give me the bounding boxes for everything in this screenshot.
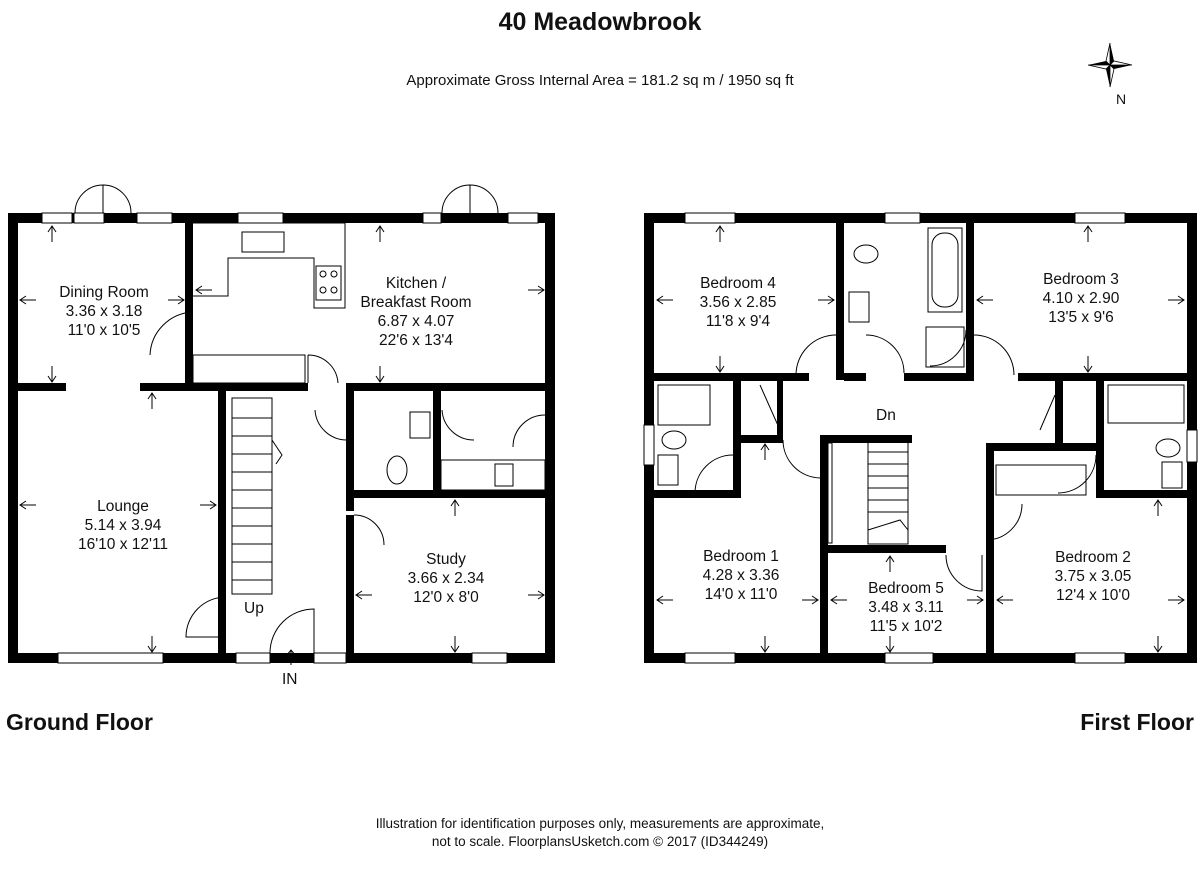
room-name: Dining Room <box>59 284 149 301</box>
room-dining: Dining Room 3.36 x 3.18 11'0 x 10'5 <box>59 283 149 340</box>
room-metric: 5.14 x 3.94 <box>84 517 162 534</box>
room-imperial: 14'0 x 11'0 <box>704 586 778 603</box>
entrance-label: IN <box>282 671 298 688</box>
room-imperial: 11'0 x 10'5 <box>67 322 141 339</box>
room-imperial: 11'8 x 9'4 <box>705 313 771 330</box>
room-name: Lounge <box>97 498 149 515</box>
room-metric: 3.75 x 3.05 <box>1054 568 1132 585</box>
first-floor-plan <box>643 212 1198 664</box>
disclaimer-line-1: Illustration for identification purposes… <box>375 816 825 831</box>
room-imperial: 22'6 x 13'4 <box>378 332 454 349</box>
room-name-line2: Breakfast Room <box>360 294 472 311</box>
room-name: Bedroom 4 <box>700 275 776 292</box>
room-lounge: Lounge 5.14 x 3.94 16'10 x 12'11 <box>78 497 168 554</box>
room-imperial: 13'5 x 9'6 <box>1048 309 1114 326</box>
room-kitchen: Kitchen / Breakfast Room 6.87 x 4.07 22'… <box>360 274 471 350</box>
room-metric: 4.28 x 3.36 <box>702 567 780 584</box>
room-bedroom4: Bedroom 4 3.56 x 2.85 11'8 x 9'4 <box>700 274 777 331</box>
room-imperial: 16'10 x 12'11 <box>77 536 169 553</box>
page-title: 40 Meadowbrook <box>498 8 702 36</box>
compass-rose-icon <box>1087 42 1133 88</box>
stair-down-label: Dn <box>876 407 896 424</box>
room-metric: 3.48 x 3.11 <box>868 599 944 616</box>
room-name: Bedroom 3 <box>1043 271 1119 288</box>
room-name: Kitchen / <box>385 275 447 292</box>
room-metric: 4.10 x 2.90 <box>1042 290 1120 307</box>
stair-up-label: Up <box>244 600 264 617</box>
room-name: Bedroom 2 <box>1055 549 1131 566</box>
room-bedroom5: Bedroom 5 3.48 x 3.11 11'5 x 10'2 <box>868 579 944 636</box>
room-study: Study 3.66 x 2.34 12'0 x 8'0 <box>408 550 485 607</box>
room-name: Study <box>426 551 466 568</box>
room-name: Bedroom 1 <box>703 548 779 565</box>
room-bedroom2: Bedroom 2 3.75 x 3.05 12'4 x 10'0 <box>1055 548 1132 605</box>
room-metric: 3.56 x 2.85 <box>699 294 777 311</box>
ground-floor-label: Ground Floor <box>6 709 153 735</box>
compass-north-label: N <box>1116 91 1127 107</box>
first-floor-label: First Floor <box>1080 709 1194 735</box>
room-metric: 3.36 x 3.18 <box>65 303 143 320</box>
room-metric: 6.87 x 4.07 <box>377 313 455 330</box>
room-imperial: 12'4 x 10'0 <box>1055 587 1131 604</box>
room-name: Bedroom 5 <box>868 580 944 597</box>
disclaimer-line-2: not to scale. FloorplansUsketch.com © 20… <box>431 834 769 849</box>
gross-area-text: Approximate Gross Internal Area = 181.2 … <box>406 72 794 89</box>
room-imperial: 11'5 x 10'2 <box>869 618 943 635</box>
ground-floor-plan <box>8 184 555 665</box>
room-bedroom1: Bedroom 1 4.28 x 3.36 14'0 x 11'0 <box>703 547 780 604</box>
room-metric: 3.66 x 2.34 <box>407 570 485 587</box>
room-imperial: 12'0 x 8'0 <box>413 589 479 606</box>
room-bedroom3: Bedroom 3 4.10 x 2.90 13'5 x 9'6 <box>1043 270 1120 327</box>
